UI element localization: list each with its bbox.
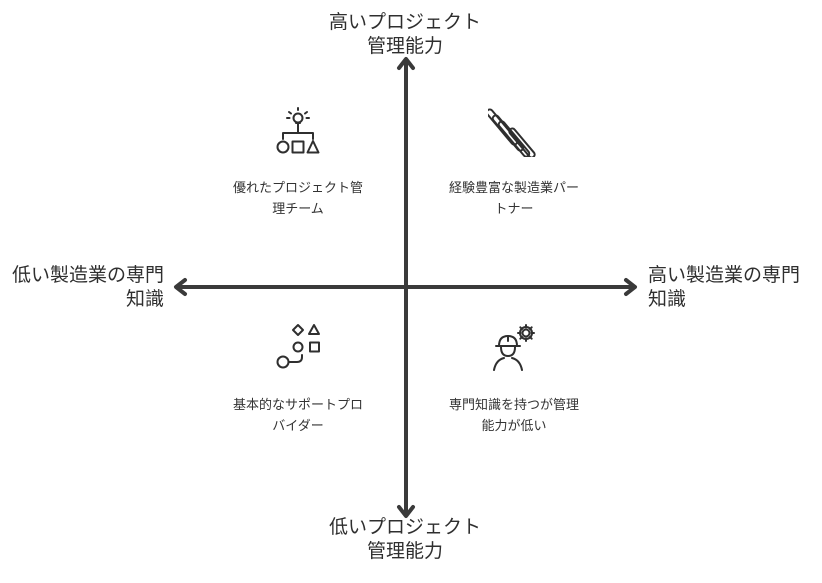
axis-label-bottom-line2: 管理能力: [366, 540, 443, 562]
quadrant-label-top-right: 経験豊富な製造業パー トナー: [428, 178, 600, 220]
quadrant-label-bottom-right: 専門知識を持つが管理 能力が低い: [428, 395, 600, 437]
quadrant-label-bottom-right-line1: 専門知識を持つが管理: [448, 398, 579, 413]
axis-label-top: 高いプロジェクト 管理能力: [310, 10, 500, 58]
quadrant-label-top-left: 優れたプロジェクト管 理チーム: [212, 178, 384, 220]
quadrant-label-bottom-left-line2: バイダー: [272, 419, 324, 434]
axis-label-left: 低い製造業の専門 知識: [2, 263, 164, 311]
quadrant-label-bottom-left: 基本的なサポートプロ バイダー: [212, 395, 384, 437]
engineer-gear-icon: [493, 324, 535, 371]
axis-label-top-line2: 管理能力: [366, 35, 443, 57]
quadrant-label-top-left-line2: 理チーム: [272, 202, 324, 217]
rolling-bars-icon: [488, 108, 536, 157]
vertical-axis-bottom-arrow: [397, 505, 415, 518]
axis-label-right: 高い製造業の専門 知識: [648, 263, 818, 311]
vertical-axis-top-arrow: [397, 57, 415, 70]
axis-label-bottom-line1: 低いプロジェクト: [328, 516, 481, 538]
axis-label-left-line2: 知識: [125, 288, 164, 310]
axis-label-left-line1: 低い製造業の専門: [11, 264, 164, 286]
quadrant-label-bottom-left-line1: 基本的なサポートプロ: [232, 398, 363, 413]
quadrant-label-top-left-line1: 優れたプロジェクト管: [232, 181, 363, 196]
quadrant-label-top-right-line2: トナー: [494, 202, 534, 217]
quadrant-label-bottom-right-line2: 能力が低い: [481, 419, 547, 434]
axis-label-right-line2: 知識: [648, 288, 687, 310]
axis-label-bottom: 低いプロジェクト 管理能力: [310, 515, 500, 563]
horizontal-axis-left-arrow: [174, 278, 187, 296]
basic-shapes-icon: [276, 324, 320, 369]
horizontal-axis-right-arrow: [624, 278, 637, 296]
lightbulb-shapes-icon: [276, 107, 320, 154]
quadrant-label-top-right-line1: 経験豊富な製造業パー: [448, 181, 579, 196]
axis-label-right-line1: 高い製造業の専門: [648, 264, 801, 286]
axis-label-top-line1: 高いプロジェクト: [328, 11, 481, 33]
